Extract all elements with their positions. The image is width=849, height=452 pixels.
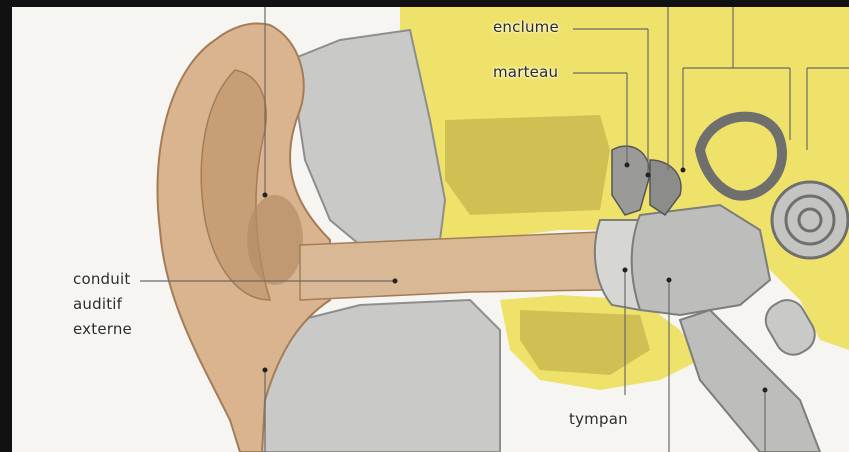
label-conduit-auditif-externe-line1: conduit [73, 268, 130, 290]
label-enclume: enclume [493, 16, 559, 38]
label-tympan: tympan [569, 408, 628, 430]
ear-canal [300, 232, 620, 300]
cochlea [772, 182, 848, 258]
concha [247, 195, 303, 285]
label-conduit-auditif-externe-line2: auditif [73, 293, 122, 315]
label-marteau: marteau [493, 61, 558, 83]
bone-texture-upper [445, 115, 610, 215]
frame-border-top [0, 0, 849, 7]
label-conduit-auditif-externe-line3: externe [73, 318, 132, 340]
frame-border-left [0, 0, 12, 452]
